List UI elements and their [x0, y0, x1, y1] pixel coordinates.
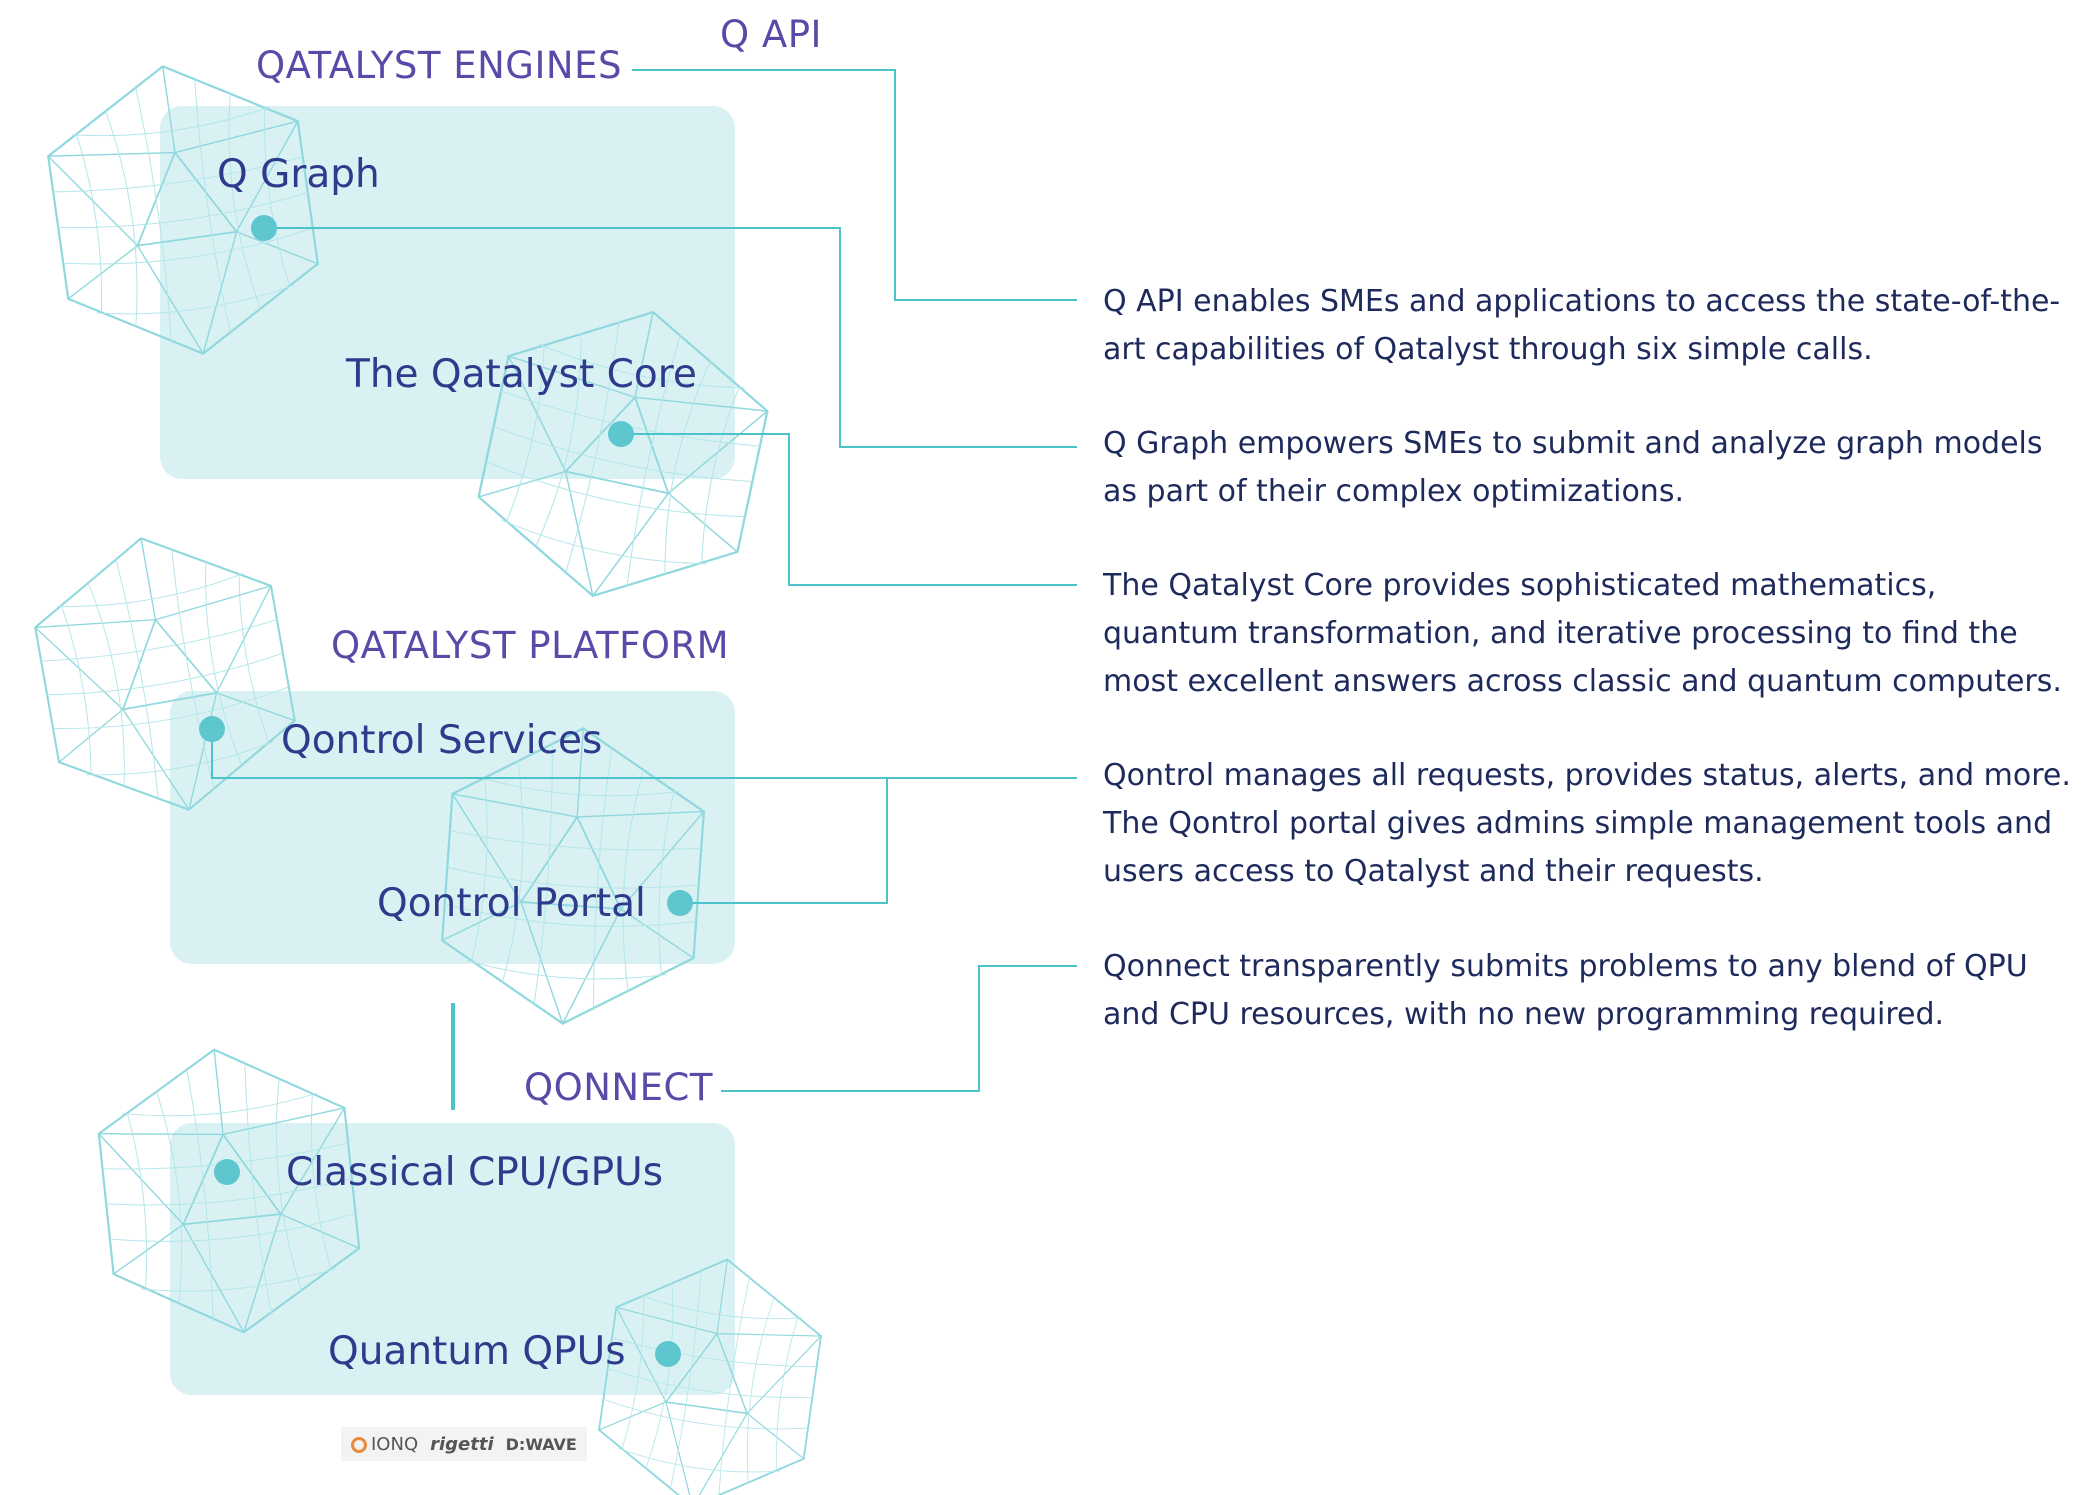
qontrol-portal-label: Qontrol Portal — [377, 881, 646, 926]
core-label: The Qatalyst Core — [346, 352, 697, 397]
classical-label: Classical CPU/GPUs — [286, 1150, 664, 1195]
platform-heading: QATALYST PLATFORM — [331, 624, 730, 667]
qonnect-description: Qonnect transparently submits problems t… — [1103, 949, 2028, 1032]
q-api-heading: Q API — [720, 13, 822, 56]
q-api-description: Q API enables SMEs and applications to a… — [1103, 284, 2061, 367]
connector-dot-icon — [251, 215, 277, 241]
platform-box — [170, 691, 735, 964]
qontrol-services-label: Qontrol Services — [281, 718, 603, 763]
connector-qontrol-portal — [680, 778, 888, 904]
vendor-logos: IONQ rigetti D:WAVE — [341, 1427, 587, 1461]
connector-qonnect — [721, 965, 1077, 1092]
connector-dot-icon — [655, 1341, 681, 1367]
connector-dot-icon — [214, 1159, 240, 1185]
dwave-logo: D:WAVE — [505, 1434, 577, 1454]
quantum-label: Quantum QPUs — [328, 1329, 626, 1374]
connector-qontrol-services — [211, 729, 1077, 779]
ionq-logo: IONQ — [351, 1434, 418, 1455]
q-graph-description: Q Graph empowers SMEs to submit and anal… — [1103, 426, 2043, 509]
ionq-logo-text: IONQ — [371, 1433, 419, 1455]
q-graph-label: Q Graph — [217, 152, 380, 197]
connector-q-api — [632, 69, 1077, 301]
ionq-logo-icon — [351, 1436, 367, 1453]
connector-dot-icon — [608, 421, 634, 447]
engines-heading: QATALYST ENGINES — [256, 44, 622, 87]
core-description: The Qatalyst Core provides sophisticated… — [1103, 568, 2062, 699]
connector-dot-icon — [199, 716, 225, 742]
connector-core — [621, 433, 1077, 586]
connector-q-graph — [264, 227, 1077, 448]
qonnect-box — [170, 1123, 735, 1395]
qonnect-heading: QONNECT — [524, 1066, 713, 1109]
connector-dot-icon — [667, 890, 693, 916]
qontrol-description: Qontrol manages all requests, provides s… — [1103, 758, 2071, 889]
engines-box — [160, 106, 735, 479]
rigetti-logo: rigetti — [430, 1433, 494, 1455]
